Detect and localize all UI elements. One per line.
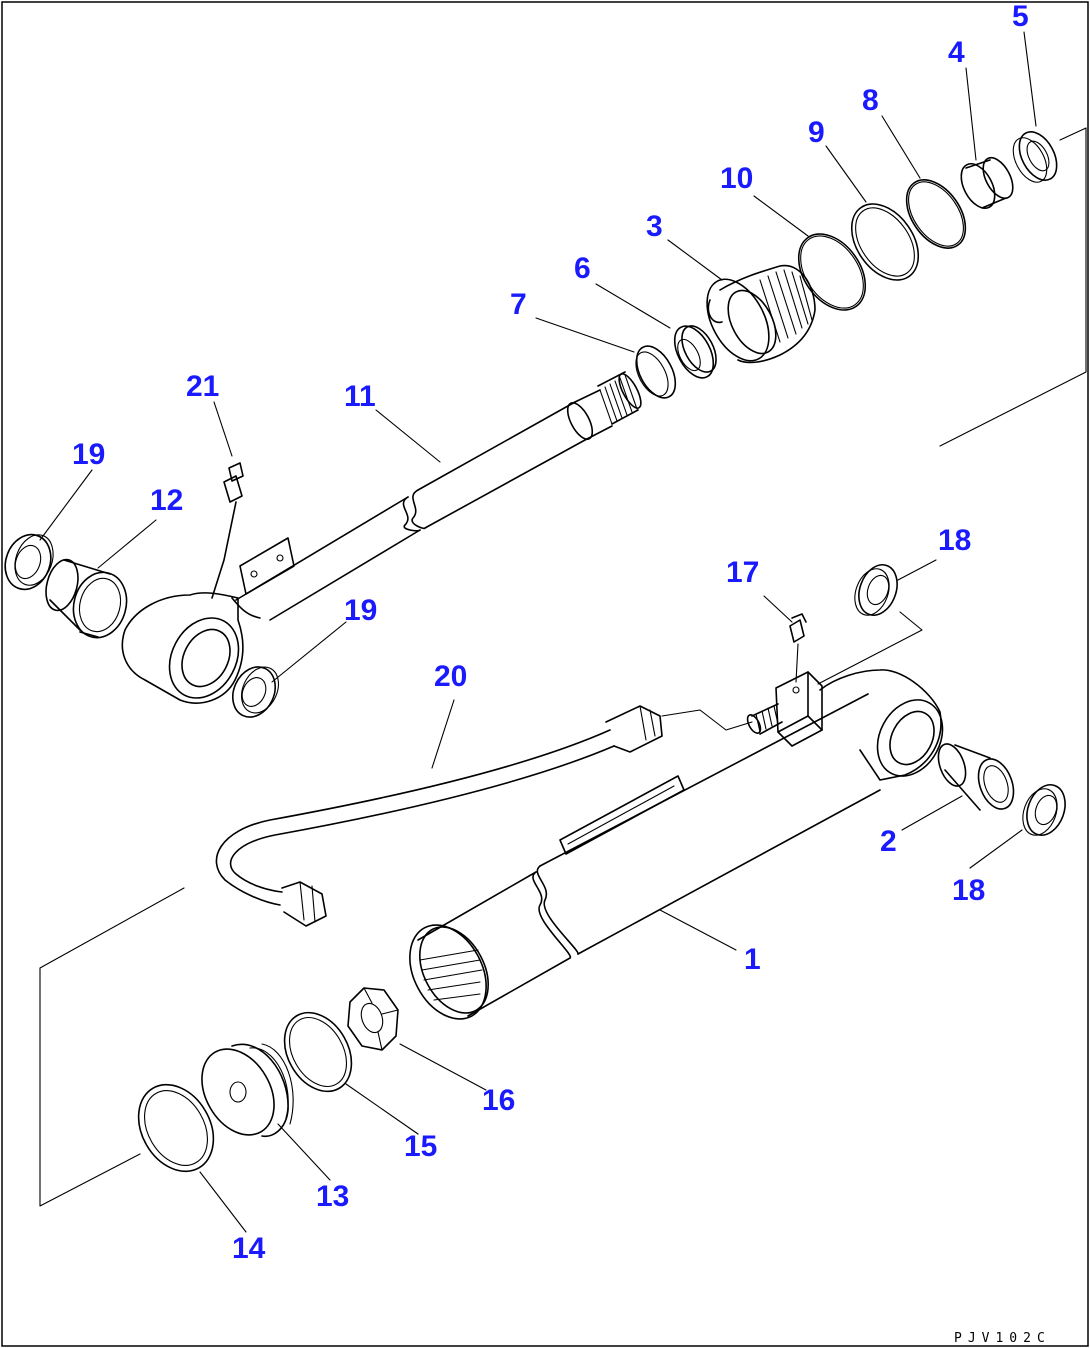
- o-ring-10: [797, 233, 867, 311]
- grease-fitting-21: [211, 462, 244, 599]
- port-block: [746, 671, 823, 747]
- tube-nameplate: [559, 775, 685, 855]
- callout-9: 9: [808, 116, 825, 149]
- backup-ring-9: [850, 203, 920, 281]
- callout-2: 2: [880, 825, 897, 858]
- lower-group-boundary: [39, 887, 185, 1207]
- rod-thread: [597, 371, 642, 425]
- callout-17: 17: [726, 556, 759, 589]
- callout-7: 7: [510, 288, 527, 321]
- callout-1: 1: [744, 943, 761, 976]
- callout-18-lower: 18: [952, 874, 985, 907]
- nut-16: [347, 987, 399, 1051]
- rod-eye: [121, 592, 261, 704]
- cylinder-head-3: [706, 264, 816, 364]
- seal-19-right: [232, 666, 279, 718]
- ring-15: [283, 1011, 353, 1093]
- piston-13: [201, 1043, 294, 1138]
- rod-plate: [239, 537, 295, 595]
- bushing-12: [45, 558, 128, 639]
- o-ring-8: [905, 179, 967, 249]
- callout-16: 16: [482, 1084, 515, 1117]
- bottom-eye: [819, 669, 944, 781]
- callout-13: 13: [316, 1180, 349, 1213]
- callout-8: 8: [862, 84, 879, 117]
- tube-thread: [419, 926, 489, 1014]
- callout-21: 21: [186, 370, 219, 403]
- piston-rod-11: [235, 389, 613, 621]
- seal-5: [1012, 131, 1058, 183]
- callout-20: 20: [434, 660, 467, 693]
- callout-14: 14: [232, 1232, 266, 1265]
- callout-10: 10: [720, 162, 753, 195]
- leader-lines: [39, 31, 1037, 1233]
- tube-20: [215, 705, 753, 927]
- callout-12: 12: [150, 484, 183, 517]
- drawing-code: PJV102C: [954, 1331, 1051, 1346]
- piston-6: [673, 325, 717, 379]
- seal-19-left: [4, 533, 54, 591]
- callout-5: 5: [1012, 0, 1029, 33]
- upper-group-boundary: [939, 127, 1087, 447]
- seal-18-leader-bracket: [817, 611, 923, 685]
- seal-18-upper: [854, 564, 898, 616]
- seal-18-lower: [1022, 784, 1066, 836]
- callout-15: 15: [404, 1130, 437, 1163]
- snap-ring-7: [635, 345, 677, 399]
- callout-11: 11: [344, 380, 376, 413]
- bushing-2: [937, 743, 1015, 811]
- cylinder-tube-1: [409, 693, 881, 1020]
- callout-19-right: 19: [344, 594, 377, 627]
- bushing-4: [960, 156, 1014, 209]
- callout-4: 4: [948, 36, 965, 69]
- callout-3: 3: [646, 210, 663, 243]
- ring-14: [137, 1083, 215, 1173]
- grease-fitting-17: [789, 613, 807, 683]
- callout-6: 6: [574, 252, 591, 285]
- callout-19-left: 19: [72, 438, 105, 471]
- callout-18-upper: 18: [938, 524, 971, 557]
